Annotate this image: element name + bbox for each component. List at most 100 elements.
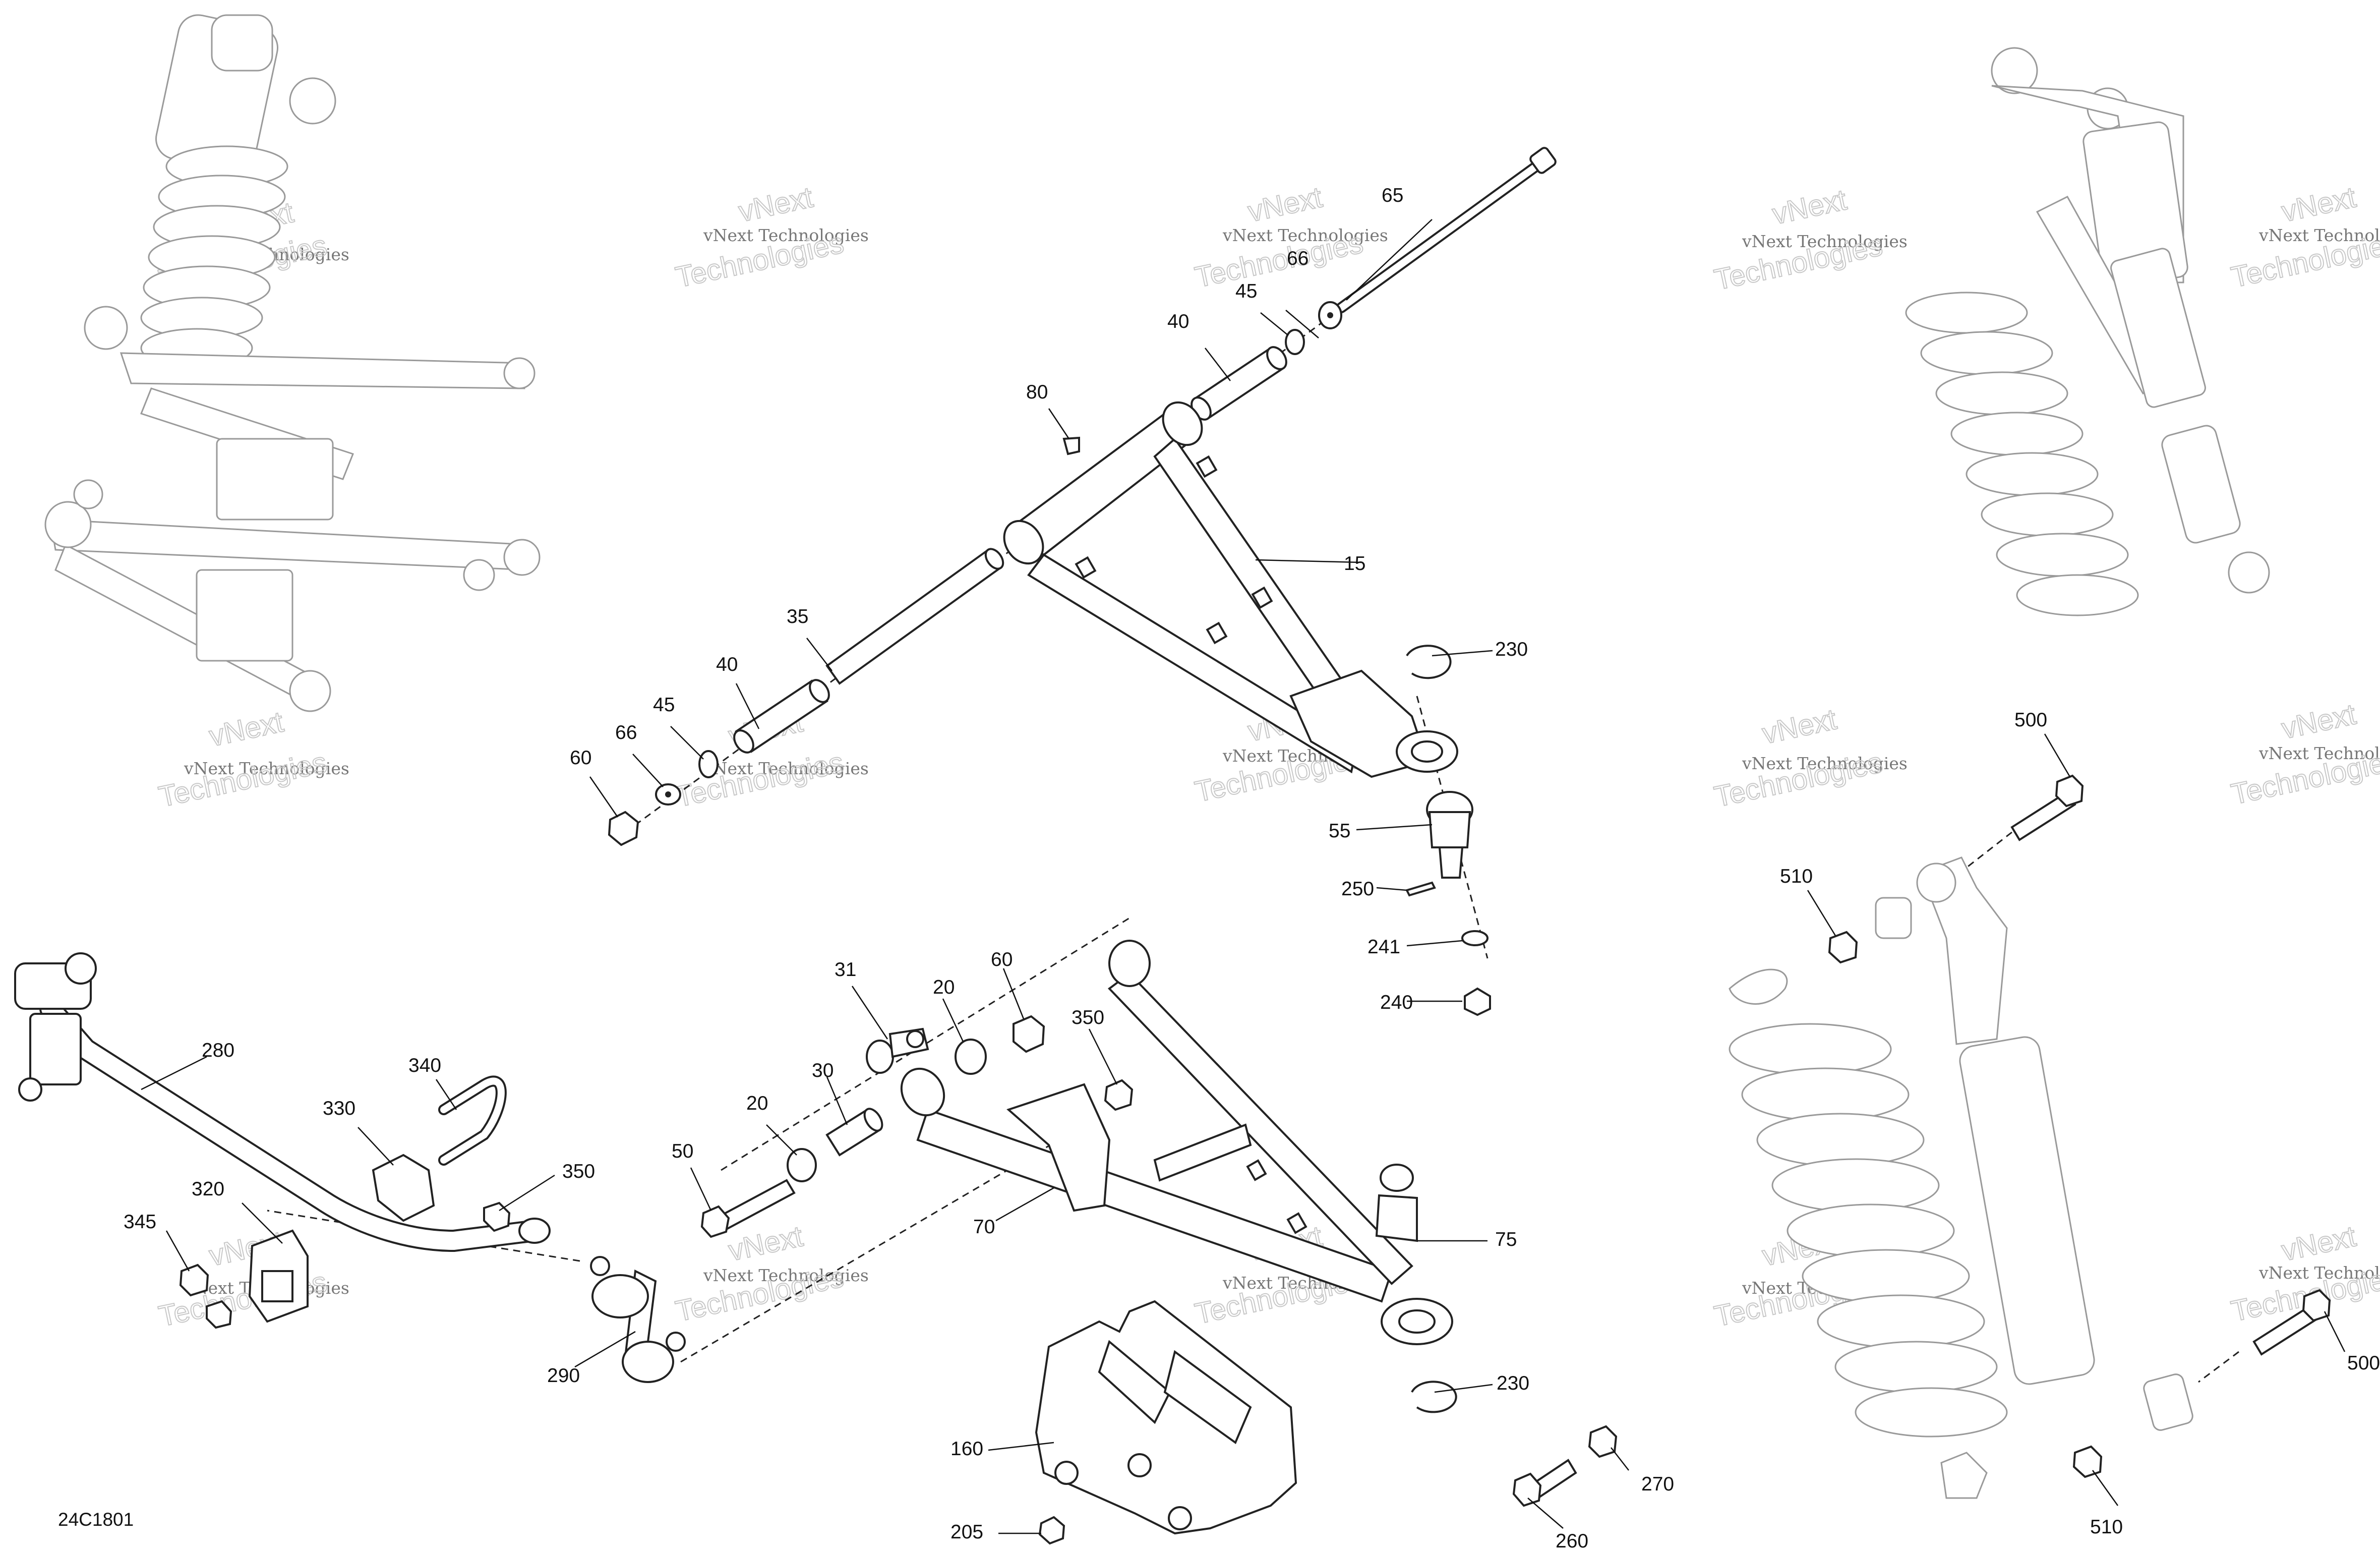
callout-40-upper: 40 [1167,311,1189,332]
callout-241: 241 [1367,936,1400,958]
shock-reference-illustration-lower [1729,774,2331,1499]
callout-leaders [141,219,2346,1534]
callout-66-lower: 66 [615,722,637,743]
part-240-nut [1464,987,1491,1016]
shock-reference-illustration-upper [1905,47,2270,616]
part-80-grease-fitting [1062,436,1080,455]
callout-66-upper: 66 [1287,248,1308,269]
part-31-bracket [866,1027,929,1074]
callout-290: 290 [547,1365,580,1387]
callout-45-upper: 45 [1235,280,1257,302]
callout-280: 280 [202,1040,234,1061]
svg-text:vNext: vNext [1769,183,1850,231]
svg-text:vNext: vNext [206,705,286,753]
callout-20-lower: 20 [746,1093,768,1114]
part-350-nut-lower [483,1201,511,1232]
svg-text:vNext Technologies: vNext Technologies [2258,1263,2380,1283]
part-40-bushing-upper [1191,346,1287,421]
part-350-nut-upper [1104,1079,1134,1111]
callout-230-upper: 230 [1495,639,1528,660]
watermark: vNext Technologies vNext Technologies [2228,697,2380,811]
part-230-snap-ring-lower [1411,1381,1457,1413]
callout-510-lower: 510 [2090,1516,2123,1538]
callout-330: 330 [323,1098,355,1119]
callout-270: 270 [1641,1473,1674,1495]
part-45-washer-upper [1285,329,1305,355]
callout-labels: 15 65 66 45 40 80 35 40 45 66 60 230 55 … [124,185,2380,1550]
assembly-reference-illustration [44,14,541,712]
watermark: vNext Technologies vNext Technologies [1192,180,1388,294]
callout-35: 35 [787,606,808,627]
callout-40-lower: 40 [716,654,738,675]
part-55-ball-joint-upper [1426,791,1473,879]
sway-bar-assembly [14,952,686,1383]
part-510-nut-lower [2072,1445,2103,1478]
svg-text:vNext Technologies: vNext Technologies [184,759,349,778]
callout-240: 240 [1380,992,1413,1013]
part-20-bushing-upper [955,1039,987,1075]
callout-75: 75 [1495,1229,1517,1250]
callout-45-lower: 45 [653,694,675,716]
part-15-upper-a-arm [1003,401,1458,778]
watermark: vNext Technologies vNext Technologies [1711,183,1908,297]
callout-350-upper: 350 [1072,1007,1104,1028]
part-35-pivot-shaft [825,548,1004,685]
svg-text:vNext Technologies: vNext Technologies [1742,232,1908,251]
part-241-washer [1461,930,1489,946]
svg-text:vNext: vNext [1245,181,1325,228]
callout-80: 80 [1026,381,1048,403]
watermark: vNext Technologies vNext Technologies [2228,180,2380,294]
lower-a-arm-assembly [680,917,1618,1545]
callout-20-upper: 20 [933,977,955,998]
svg-text:vNext: vNext [2279,1220,2359,1267]
svg-text:vNext Technologies: vNext Technologies [2258,225,2380,245]
part-60-nut-upper [608,811,639,846]
part-270-nut [1588,1425,1618,1458]
svg-text:vNext Technologies: vNext Technologies [703,759,869,778]
watermark: vNext Technologies vNext Technologies [155,705,349,814]
callout-55: 55 [1329,820,1350,842]
callout-70: 70 [973,1216,995,1238]
watermark: vNext Technologies vNext Technologies [672,1219,869,1328]
svg-text:vNext: vNext [2279,181,2359,228]
callout-345: 345 [124,1211,156,1233]
watermark: vNext Technologies vNext Technologies [1711,702,1908,814]
part-280-sway-bar [14,952,551,1252]
callout-260: 260 [1556,1530,1588,1550]
callout-50: 50 [672,1140,693,1162]
part-510-nut-upper [1828,931,1858,964]
callout-205: 205 [950,1521,983,1543]
callout-60-lower: 60 [991,949,1013,970]
part-20-bushing-lower [787,1148,817,1182]
callout-320: 320 [192,1178,224,1200]
callout-510-upper: 510 [1780,866,1813,887]
part-205-nut [1038,1516,1065,1545]
svg-text:Technologies: Technologies [156,746,330,814]
callout-250: 250 [1341,878,1374,900]
svg-text:vNext Technologies: vNext Technologies [703,225,869,245]
part-75-ball-joint-lower [1375,1164,1418,1242]
part-340-u-bolt [438,1075,507,1166]
svg-text:vNext Technologies: vNext Technologies [2258,743,2380,763]
svg-text:vNext Technologies: vNext Technologies [1222,225,1388,245]
part-160-skid-plate [1035,1300,1297,1535]
part-330-clamp [372,1154,435,1222]
callout-340: 340 [408,1055,441,1076]
svg-text:vNext Technologies: vNext Technologies [1742,754,1908,773]
callout-500-lower: 500 [2347,1352,2380,1374]
part-345-nut [179,1264,209,1297]
callout-31: 31 [835,959,856,981]
svg-text:vNext: vNext [2279,698,2359,745]
part-500-bolt-upper [2010,774,2084,841]
part-30-sleeve [825,1108,883,1157]
part-345-nut-secondary [206,1300,232,1329]
callout-500-upper: 500 [2014,709,2047,731]
svg-text:vNext Technologies: vNext Technologies [703,1266,869,1285]
part-65-long-bolt [1336,147,1557,313]
watermark: vNext Technologies vNext Technologies [672,180,869,294]
part-60-nut-lower [1013,1015,1045,1053]
part-320-bushing-mount [248,1229,309,1323]
svg-text:vNext: vNext [736,181,816,228]
part-230-snap-ring-upper [1406,645,1452,679]
